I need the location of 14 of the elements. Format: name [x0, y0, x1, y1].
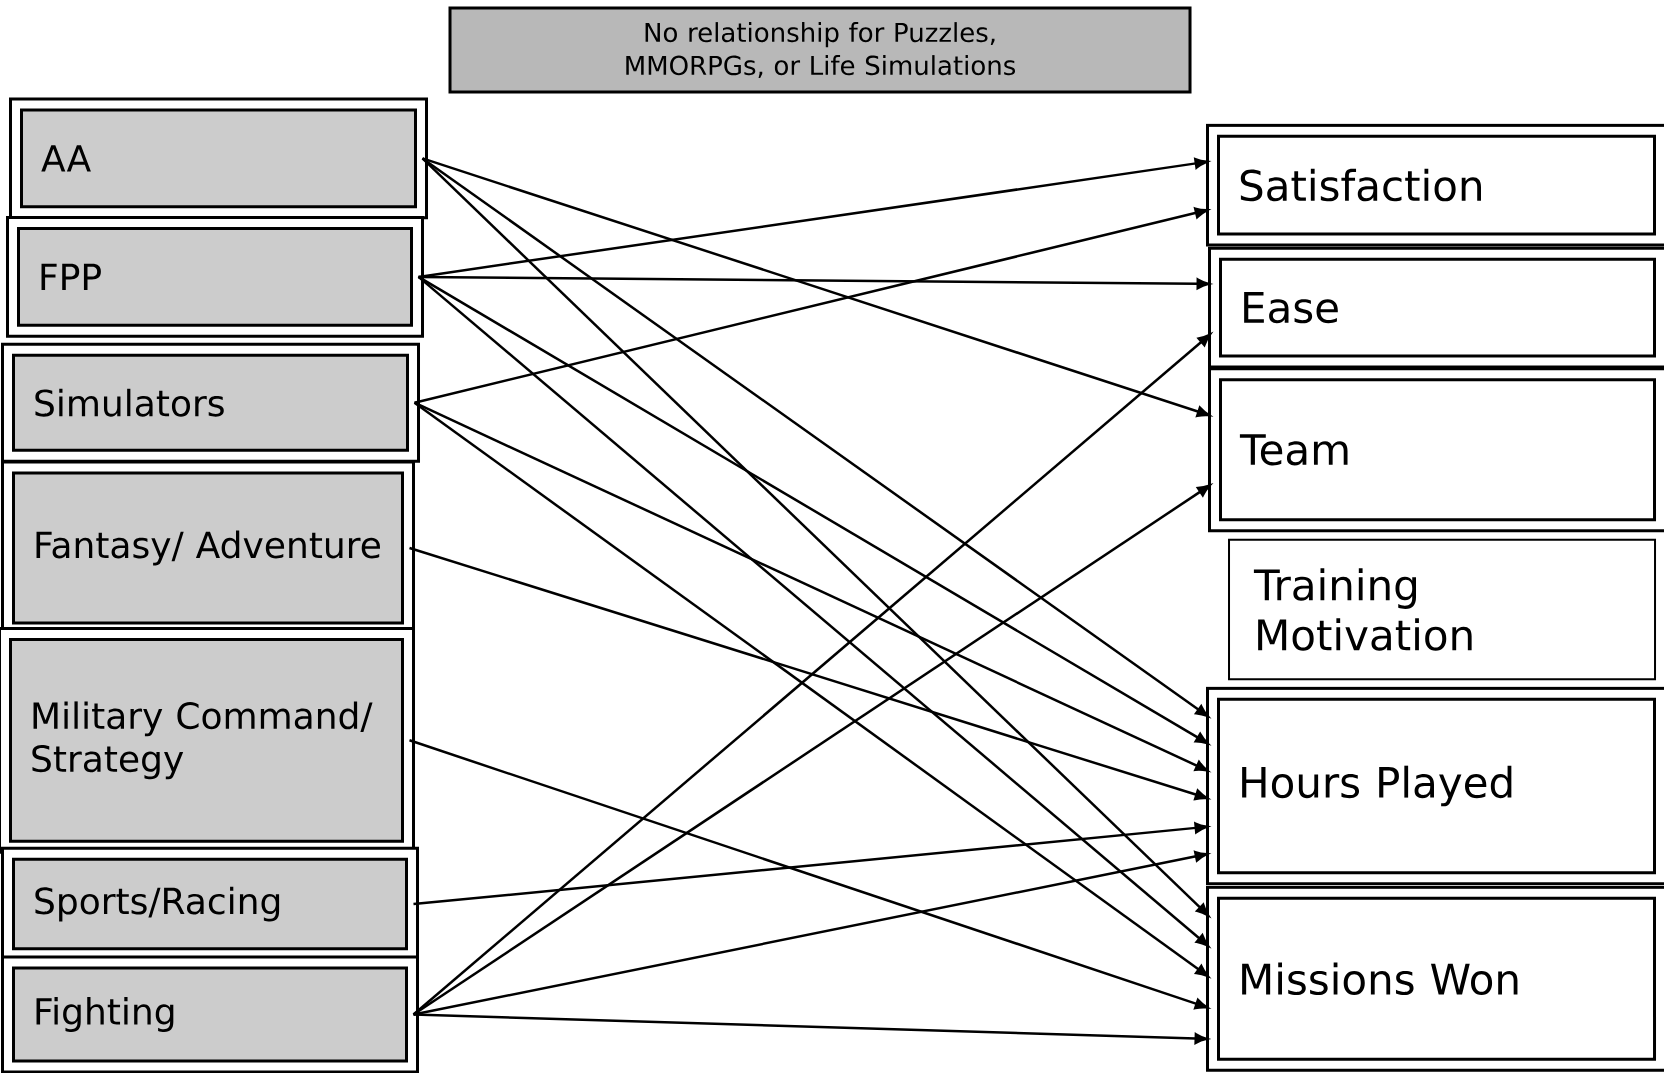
- category-box: FPP: [6, 216, 424, 338]
- category-box: AA: [9, 97, 428, 220]
- category-box: Military Command/ Strategy: [0, 626, 415, 854]
- note-box: No relationship for Puzzles, MMORPGs, or Life Simulations: [448, 6, 1192, 94]
- category-box: Simulators: [1, 342, 420, 463]
- arrow: [414, 401, 1209, 772]
- category-box: Fighting: [1, 955, 419, 1073]
- outcome-box: Missions Won: [1206, 885, 1664, 1072]
- outcome-box: Training Motivation: [1228, 538, 1657, 681]
- outcome-box: Hours Played: [1206, 686, 1664, 886]
- outcome-box: Ease: [1208, 246, 1664, 369]
- outcome-box: Team: [1208, 367, 1664, 533]
- outcome-box: Satisfaction: [1206, 123, 1664, 247]
- arrow: [413, 1013, 1208, 1045]
